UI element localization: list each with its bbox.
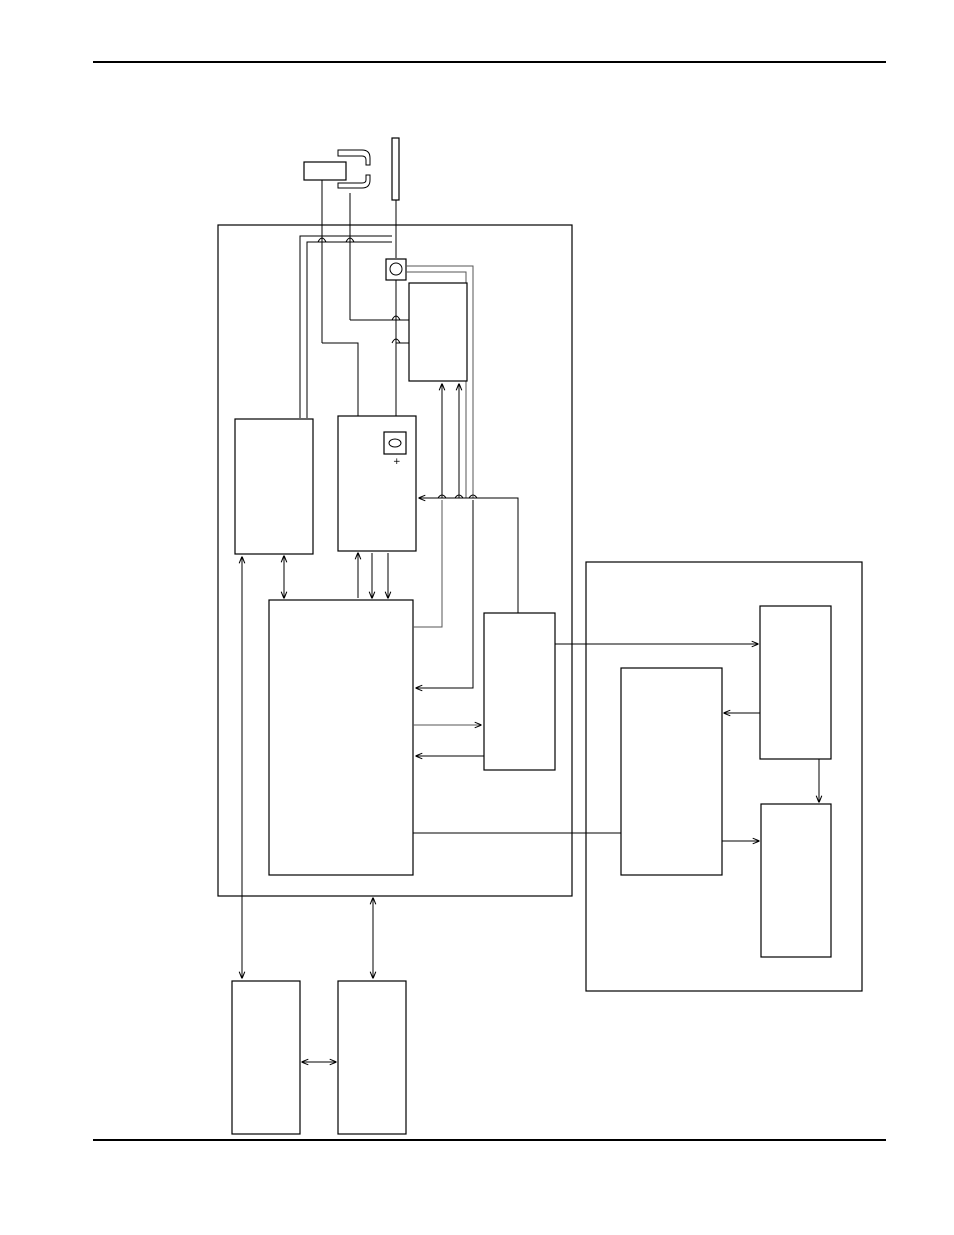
block-ext-bottom <box>760 803 832 958</box>
block-ext-center <box>620 667 723 876</box>
connector-cables <box>299 180 410 462</box>
main-unit-frame <box>217 224 573 897</box>
sensor-cable-2 <box>406 271 467 498</box>
block-left <box>234 418 314 555</box>
lens-icon: + <box>383 431 407 467</box>
connector-icon <box>303 149 371 189</box>
antenna-icon <box>391 137 400 201</box>
block-main <box>268 599 414 876</box>
bus-to-center <box>419 498 519 613</box>
sensor-cable <box>406 265 474 498</box>
link-right-main <box>416 500 474 688</box>
link-main-upper <box>413 500 443 628</box>
block-ext-top <box>759 605 832 760</box>
block-upper-right <box>408 282 468 382</box>
block-lower-right <box>337 980 407 1135</box>
svg-text:+: + <box>393 457 401 467</box>
external-unit-frame <box>585 561 863 992</box>
block-right-mid <box>483 612 556 771</box>
optical-sensor-icon <box>385 258 407 281</box>
block-lower-left <box>231 980 301 1135</box>
